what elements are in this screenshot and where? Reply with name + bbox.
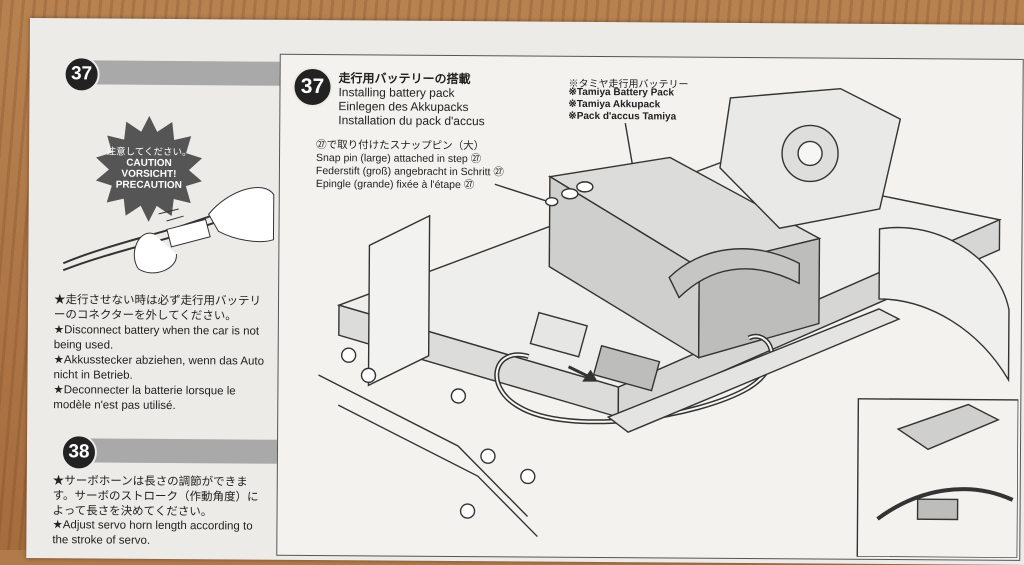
caution-burst-icon bbox=[95, 115, 203, 222]
step-38-note-en: ★Adjust servo horn length according to t… bbox=[52, 519, 253, 547]
chassis-battery-drawing bbox=[318, 87, 1020, 558]
connector-hand-illustration bbox=[62, 187, 275, 274]
caution-jp: 注意してください。 bbox=[106, 146, 192, 159]
step-38-header-bar bbox=[70, 438, 282, 464]
step-37-note-de: ★Akkusstecker abziehen, wenn das Auto ni… bbox=[53, 354, 265, 382]
caution-burst: 注意してください。 CAUTION VORSICHT! PRECAUTION bbox=[94, 113, 205, 224]
step-37-badge: 37 bbox=[63, 56, 100, 93]
step-37-header-bar bbox=[73, 60, 284, 86]
step-38-badge: 38 bbox=[60, 434, 98, 471]
step-37-illustration-frame: 37 走行用バッテリーの搭載 Installing battery pack E… bbox=[276, 53, 1024, 561]
step-38-note-jp: ★サーボホーンは長さの調節ができます。サーボのストローク（作動角度）によって長さ… bbox=[52, 475, 259, 519]
step-37-note-jp: ★走行させない時は必ず走行用バッテリーのコネクターを外してください。 bbox=[53, 294, 262, 323]
left-column: 37 注意してください。 CAUTION VORSICHT! PRECAUTIO… bbox=[36, 18, 284, 560]
step-37-note-fr: ★Deconnecter la batterie lorsque le modè… bbox=[53, 384, 236, 413]
step-37-note-en: ★Disconnect battery when the car is not … bbox=[53, 324, 260, 352]
caution-en: CAUTION bbox=[126, 157, 172, 169]
manual-page: 37 注意してください。 CAUTION VORSICHT! PRECAUTIO… bbox=[26, 18, 1024, 565]
